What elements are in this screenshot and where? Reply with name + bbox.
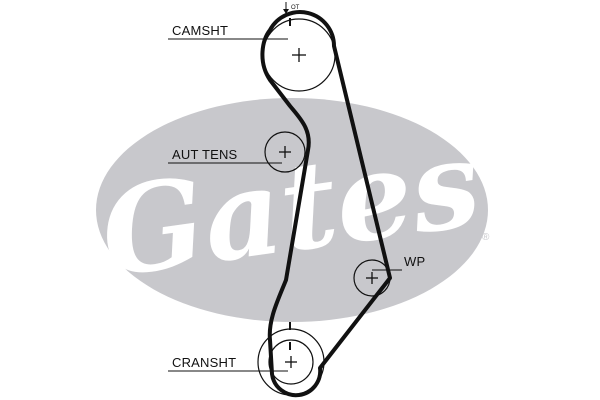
timing-arrow-head-icon <box>283 9 289 14</box>
water-pump-label: WP <box>404 254 425 269</box>
logo-ellipse <box>96 98 488 322</box>
camshaft-label: CAMSHT <box>172 23 228 38</box>
registered-mark: ® <box>482 232 490 243</box>
gates-logo-watermark: Gates ® <box>93 98 490 322</box>
crankshaft-center-cross <box>285 356 297 368</box>
water-pump-center-cross <box>366 272 378 284</box>
camshaft-center-cross <box>292 48 306 62</box>
camshaft-timing-arrow: OT <box>283 2 300 14</box>
crankshaft-label: CRANSHT <box>172 355 236 370</box>
tensioner-pulley <box>264 131 306 173</box>
tensioner-label: AUT TENS <box>172 147 238 162</box>
timing-belt <box>260 10 392 398</box>
crankshaft-pulley-inner <box>268 339 314 385</box>
timing-mark-label: OT <box>291 5 300 11</box>
center-marks <box>279 48 378 368</box>
tensioner-center-cross <box>279 146 291 158</box>
leader-lines <box>168 38 402 372</box>
